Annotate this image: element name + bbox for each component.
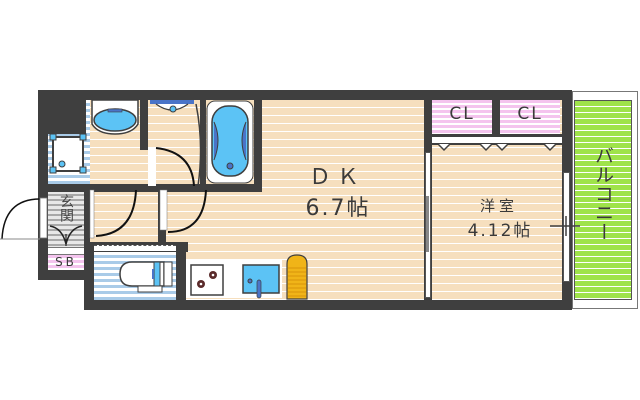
sliding-door-panel	[426, 196, 429, 252]
wall-closet-divider	[492, 100, 500, 136]
stove-icon	[190, 264, 224, 296]
shower-icon	[150, 100, 202, 187]
refrigerator-icon	[286, 254, 308, 300]
wall-toilet-right	[176, 242, 186, 310]
wall-bottom	[84, 300, 572, 310]
entrance-step	[48, 247, 84, 255]
wash-basin-icon	[91, 99, 139, 135]
sink-icon	[242, 264, 280, 299]
closet-2-label: CL	[517, 104, 543, 124]
wall-bottom-entrance	[38, 270, 84, 280]
balcony-label: バルコニー	[592, 146, 614, 241]
bath-door-icon[interactable]	[148, 147, 204, 187]
toilet-icon	[119, 261, 173, 293]
western-room-size-label: 4.12帖	[467, 221, 533, 241]
western-room-name-label: 洋室	[479, 197, 518, 215]
wall-closet-bottom	[432, 134, 562, 137]
balcony-floor	[574, 100, 632, 300]
closet-1-floor	[432, 100, 492, 134]
washroom-door-icon[interactable]	[89, 189, 140, 240]
washing-machine-icon	[49, 133, 87, 174]
dk-name-label: ＤＫ	[308, 165, 365, 190]
wall-left	[38, 90, 48, 280]
closet-2-floor	[500, 100, 560, 134]
closet-door-markers	[437, 143, 557, 152]
window-crosshair	[550, 216, 580, 236]
closet-door-icon[interactable]	[159, 189, 210, 238]
shoe-box-floor	[48, 255, 84, 269]
closet-1-label: CL	[449, 104, 475, 124]
wall-top	[38, 90, 572, 100]
shoe-box-label: SB	[55, 255, 77, 269]
toilet-sliding-door[interactable]	[94, 245, 176, 251]
wall-bath-bottom	[48, 184, 260, 192]
wall-bath-divider	[140, 100, 148, 150]
bathtub-icon	[206, 100, 254, 184]
wall-bath-right	[254, 100, 262, 192]
wall-bath-divider-2	[200, 100, 206, 184]
washing-machine-space	[52, 136, 84, 172]
entrance-label: 玄関	[58, 194, 74, 222]
step-marker-icon	[49, 225, 83, 246]
entrance-door-icon[interactable]	[0, 195, 48, 241]
dk-size-label: 6.7帖	[305, 196, 371, 221]
wall-toilet-left	[84, 242, 94, 310]
wall-entrance-right	[84, 186, 90, 280]
